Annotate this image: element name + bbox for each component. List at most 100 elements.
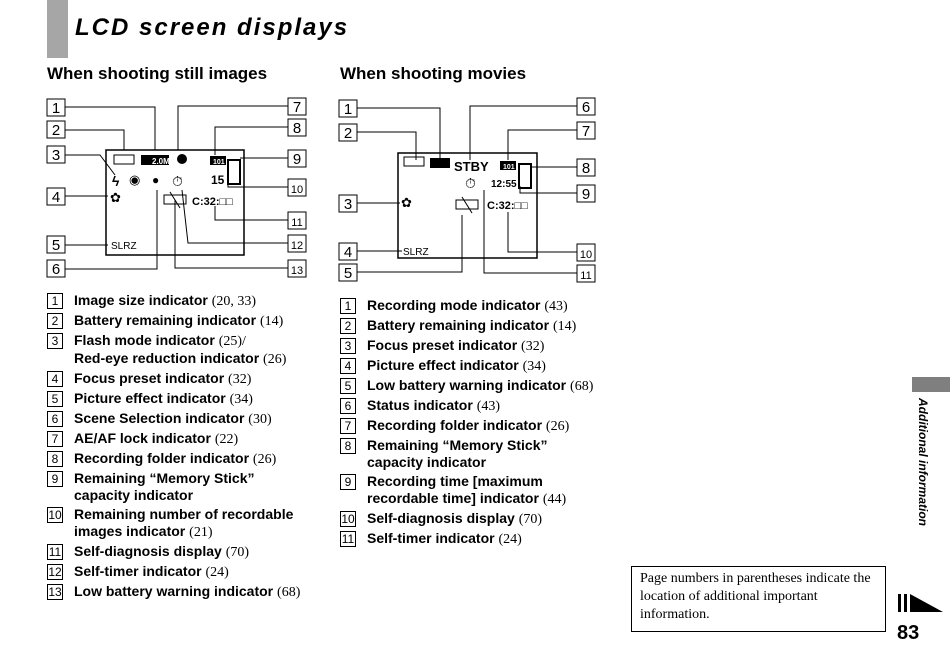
legend-number: 13 xyxy=(47,584,63,600)
self-diag-text: C:32:□□ xyxy=(192,196,233,208)
legend-label: Focus preset indicator xyxy=(367,337,518,353)
legend-label: Focus preset indicator xyxy=(74,370,225,386)
movie-memory-stick-icon xyxy=(518,163,532,189)
legend-page-ref: (34) xyxy=(229,392,253,407)
still-heading: When shooting still images xyxy=(47,64,268,83)
movie-self-timer-icon: ⏱ xyxy=(465,175,476,191)
movie-macro-icon: ✿ xyxy=(401,195,412,210)
legend-label: Picture effect indicator xyxy=(74,390,226,406)
legend-label: Low battery warning indicator xyxy=(74,583,274,599)
legend-label: Picture effect indicator xyxy=(367,357,519,373)
status-text: STBY xyxy=(454,159,489,174)
legend-page-ref: (30) xyxy=(248,412,272,427)
flash-icon: ϟ xyxy=(112,173,120,189)
legend-page-ref: (34) xyxy=(522,359,546,374)
svg-text:4: 4 xyxy=(52,189,60,206)
legend-label: Self-diagnosis display xyxy=(367,510,515,526)
svg-text:7: 7 xyxy=(582,123,590,140)
legend-label: Remaining number of recordable images in… xyxy=(74,506,294,539)
legend-number: 4 xyxy=(47,371,63,387)
movie-folder-icon xyxy=(500,161,516,170)
legend-item: 4 Focus preset indicator (32) xyxy=(47,370,312,388)
svg-text:3: 3 xyxy=(344,196,352,213)
legend-page-ref: (14) xyxy=(552,319,577,334)
legend-page-ref: (24) xyxy=(498,532,522,547)
movie-heading: When shooting movies xyxy=(340,64,527,83)
resolution-text: 2.0M xyxy=(152,157,170,166)
svg-text:5: 5 xyxy=(344,265,352,282)
legend-item: 10 Remaining number of recordable images … xyxy=(47,506,312,541)
title-bar xyxy=(47,0,68,58)
legend-label: Recording mode indicator xyxy=(367,297,541,313)
section-tab xyxy=(912,377,950,392)
legend-label: Self-timer indicator xyxy=(74,563,202,579)
legend-page-ref: (43) xyxy=(476,399,501,414)
svg-text:11: 11 xyxy=(580,270,591,282)
legend-number: 1 xyxy=(47,293,63,309)
legend-label: Status indicator xyxy=(367,397,473,413)
svg-text:13: 13 xyxy=(291,265,303,277)
side-label: Additional information xyxy=(916,398,930,526)
legend-page-ref: (26) xyxy=(263,352,287,367)
svg-text:9: 9 xyxy=(293,151,301,168)
legend-number: 3 xyxy=(340,338,356,354)
svg-text:12: 12 xyxy=(291,240,303,252)
legend-label: AE/AF lock indicator xyxy=(74,430,211,446)
legend-label: Battery remaining indicator xyxy=(74,312,257,328)
legend-label: Recording folder indicator xyxy=(367,417,543,433)
note-box: Page numbers in parentheses indicate the… xyxy=(631,566,886,632)
legend-label: Scene Selection indicator xyxy=(74,410,245,426)
svg-text:8: 8 xyxy=(293,120,301,137)
legend-number: 2 xyxy=(47,313,63,329)
svg-text:2: 2 xyxy=(344,125,352,142)
legend-number: 10 xyxy=(47,507,63,523)
svg-text:11: 11 xyxy=(291,217,302,229)
red-eye-icon: ◉ xyxy=(129,172,140,187)
legend-label: Flash mode indicator xyxy=(74,332,215,348)
low-battery-icon xyxy=(163,194,187,205)
folder-icon xyxy=(210,156,226,165)
legend-number: 5 xyxy=(47,391,63,407)
legend-number: 8 xyxy=(47,451,63,467)
legend-number: 9 xyxy=(340,474,356,490)
svg-text:9: 9 xyxy=(582,186,590,203)
legend-page-ref: (32) xyxy=(228,372,252,387)
movie-low-battery-icon xyxy=(455,199,479,210)
page-number: 83 xyxy=(897,622,920,644)
legend-page-ref: (68) xyxy=(570,379,594,394)
svg-text:3: 3 xyxy=(52,147,60,164)
legend-label: Battery remaining indicator xyxy=(367,317,550,333)
legend-page-ref: (44) xyxy=(542,492,567,507)
legend-page-ref: (26) xyxy=(252,452,277,467)
battery-icon xyxy=(113,154,135,165)
svg-text:2: 2 xyxy=(52,122,60,139)
legend-page-ref: (70) xyxy=(225,545,250,560)
legend-label: Self-timer indicator xyxy=(367,530,495,546)
legend-label: Red-eye reduction indicator xyxy=(74,350,260,366)
ae-lock-icon xyxy=(177,154,187,164)
scene-text: SLRZ xyxy=(111,241,137,252)
legend-page-ref: (24) xyxy=(205,565,229,580)
legend-item: 5 Picture effect indicator (34) xyxy=(47,390,312,408)
movie-battery-icon xyxy=(403,156,425,167)
rec-mode-icon xyxy=(430,158,450,168)
svg-text:5: 5 xyxy=(52,237,60,254)
movie-scene-text: SLRZ xyxy=(403,247,429,258)
legend-page-ref: (43) xyxy=(544,299,568,314)
svg-text:10: 10 xyxy=(580,249,592,261)
